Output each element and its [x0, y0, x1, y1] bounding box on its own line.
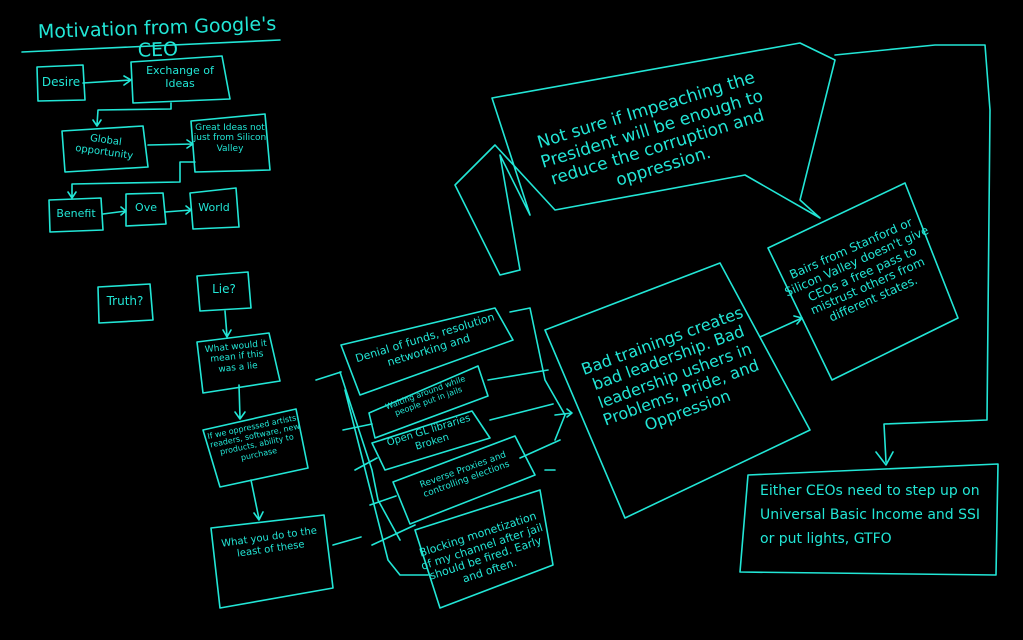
loop-right [834, 44, 991, 466]
bracket-right [487, 307, 566, 471]
arrow-exchange-global [92, 102, 172, 127]
line-least-bracket [332, 536, 362, 546]
either-label: Either CEOs need to step up on Universal… [760, 483, 981, 547]
box-waiting [368, 365, 489, 439]
benefit-label: Benefit [56, 207, 96, 220]
box-reverse [392, 435, 536, 525]
world-label: World [198, 201, 230, 214]
box-not-sure [454, 42, 836, 276]
ove-label: Ove [135, 201, 157, 214]
box-great-ideas [190, 113, 271, 173]
lie-label: Lie? [212, 282, 236, 296]
box-denial [340, 307, 514, 396]
box-lie [196, 271, 252, 312]
arrow-lie-what [222, 310, 232, 338]
box-what-would [196, 332, 281, 394]
branch-lines-left [342, 423, 416, 546]
box-either [739, 463, 999, 576]
arrow-desire-exchange [82, 75, 132, 86]
arrow-benefit-ove [102, 206, 127, 216]
box-benefit [48, 197, 104, 233]
exchange-label: Exchange of Ideas [146, 64, 214, 90]
arrow-to-bad [554, 408, 573, 418]
arrow-great-benefit [67, 161, 196, 199]
box-truth [97, 283, 154, 324]
box-bad-trainings [544, 262, 811, 519]
box-ove [125, 192, 167, 227]
box-blocking [414, 489, 554, 609]
box-opengl [371, 410, 491, 471]
box-exchange [130, 55, 231, 104]
box-world [189, 187, 240, 230]
arrow-ove-world [164, 205, 192, 215]
title-underline [21, 39, 281, 53]
title: Motivation from Google's CEO [37, 12, 277, 62]
bracket-left [315, 371, 429, 576]
arrow-what-if [234, 384, 246, 420]
arrow-global-great [147, 139, 194, 149]
box-stanford [767, 182, 959, 381]
box-if-oppressed [202, 408, 309, 488]
desire-label: Desire [41, 75, 81, 89]
great-ideas-label: Great Ideas not just from Silicon Valley [193, 123, 267, 154]
box-desire [36, 64, 86, 102]
box-global [61, 125, 149, 173]
arrow-if-least [250, 479, 264, 521]
truth-label: Truth? [106, 294, 144, 308]
box-least [210, 514, 334, 609]
